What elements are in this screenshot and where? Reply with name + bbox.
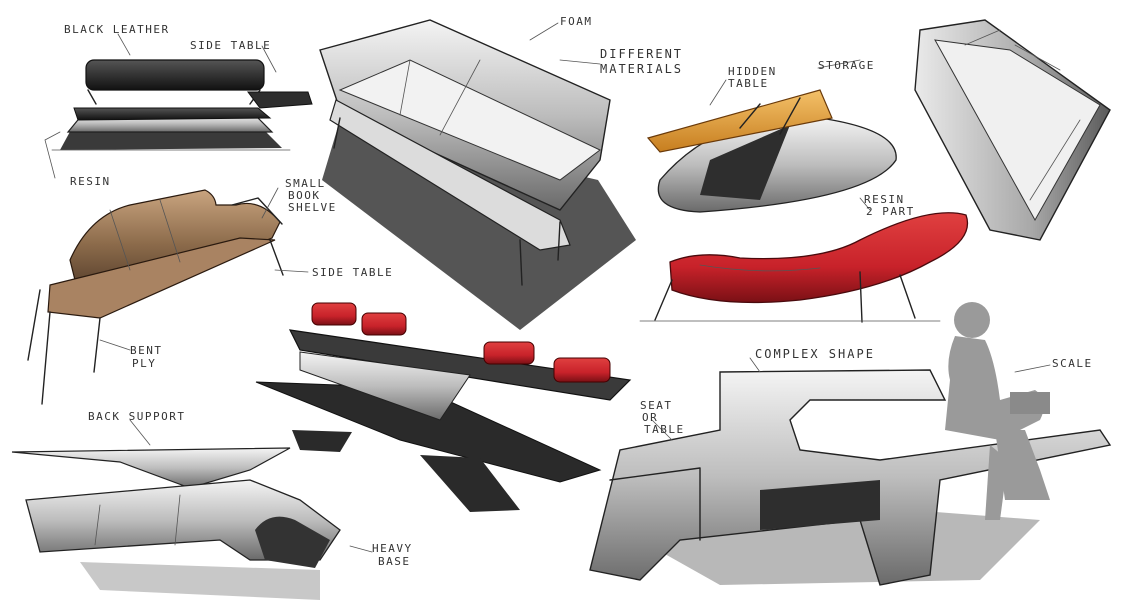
hidden-table-chair-sketch xyxy=(646,89,897,213)
foam-sofa-sketch xyxy=(319,19,636,330)
annotation-leaders xyxy=(44,22,1051,553)
label-heavy-base-1: HEAVY xyxy=(372,542,413,555)
label-small-book-2: BOOK xyxy=(288,189,321,202)
red-cushion-bench-sketch xyxy=(255,302,632,512)
red-lounge-chair-sketch xyxy=(639,212,968,323)
label-scale: SCALE xyxy=(1052,357,1093,370)
label-seat-or-table-2: OR xyxy=(642,411,659,424)
label-side-table-top: SIDE TABLE xyxy=(190,39,272,52)
label-seat-or-table-1: SEAT xyxy=(640,399,673,412)
label-small-book-1: SMALL xyxy=(285,177,326,190)
label-small-book-3: SHELVE xyxy=(288,201,337,214)
label-different-materials-2: MATERIALS xyxy=(600,62,684,76)
storage-unit-sketch xyxy=(914,19,1111,241)
label-complex-shape: COMPLEX SHAPE xyxy=(755,347,875,361)
label-hidden-table-1: HIDDEN xyxy=(728,65,777,78)
label-black-leather: BLACK LEATHER xyxy=(64,23,170,36)
bent-ply-bench-sketch xyxy=(27,189,284,405)
label-seat-or-table-3: TABLE xyxy=(644,423,685,436)
label-back-support: BACK SUPPORT xyxy=(88,410,186,423)
label-side-table-mid: SIDE TABLE xyxy=(312,266,394,279)
label-resin: RESIN xyxy=(70,175,111,188)
label-storage: STORAGE xyxy=(818,59,875,72)
label-resin-2part-2: 2 PART xyxy=(866,205,915,218)
label-different-materials-1: DIFFERENT xyxy=(600,47,684,61)
label-heavy-base-2: BASE xyxy=(378,555,411,568)
black-leather-bench-sketch xyxy=(51,59,313,151)
label-hidden-table-2: TABLE xyxy=(728,77,769,90)
heavy-base-bench-sketch xyxy=(11,447,341,600)
label-resin-2part-1: RESIN xyxy=(864,193,905,206)
label-bent-ply-1: BENT xyxy=(130,344,163,357)
human-silhouette-scale xyxy=(945,302,1050,520)
label-foam: FOAM xyxy=(560,15,593,28)
label-bent-ply-2: PLY xyxy=(132,357,157,370)
complex-shape-seat-sketch xyxy=(589,369,1112,586)
